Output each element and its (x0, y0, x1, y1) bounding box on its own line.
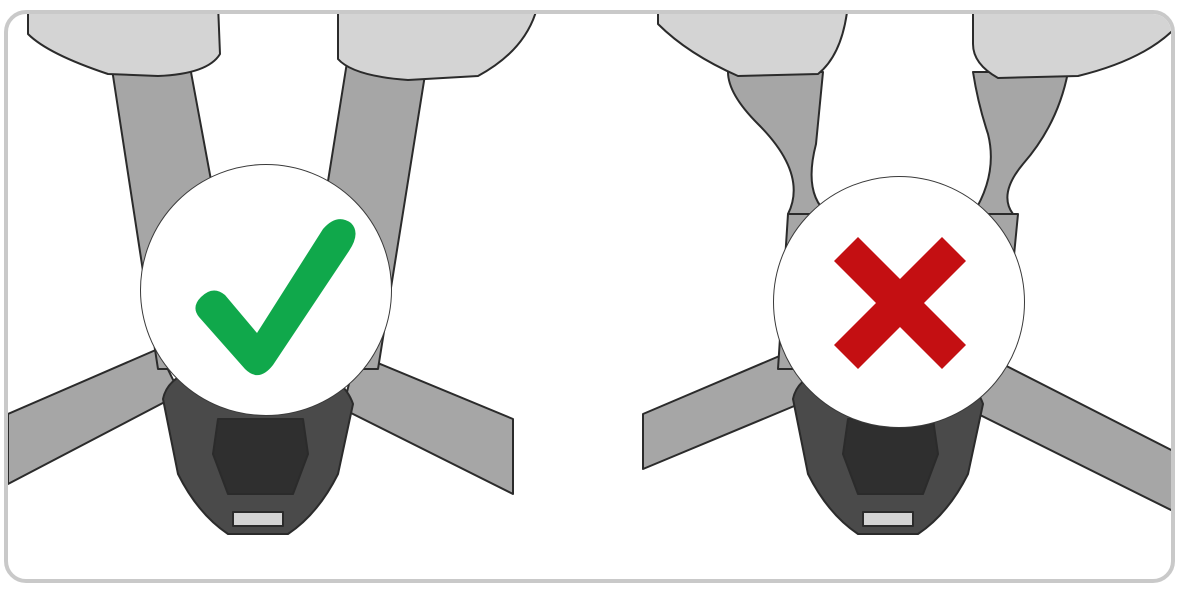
illustration-frame (4, 10, 1175, 583)
buckle-inner (842, 418, 939, 495)
panel-incorrect (628, 14, 1171, 579)
buckle-slot (862, 511, 914, 527)
buckle-slot (232, 511, 284, 527)
cross-mark-icon (834, 237, 966, 369)
shoulder-pad-left (27, 14, 221, 77)
panel-correct (8, 14, 598, 579)
shoulder-pad-right (337, 14, 537, 81)
twisted-strap-left-top (727, 71, 829, 215)
hip-strap-right (342, 353, 514, 495)
buckle-inner (212, 418, 309, 495)
verdict-badge-correct (140, 164, 392, 416)
check-mark-icon (195, 219, 356, 376)
verdict-badge-incorrect (773, 176, 1025, 428)
shoulder-pad-right (972, 14, 1171, 79)
shoulder-pad-left (657, 14, 848, 77)
